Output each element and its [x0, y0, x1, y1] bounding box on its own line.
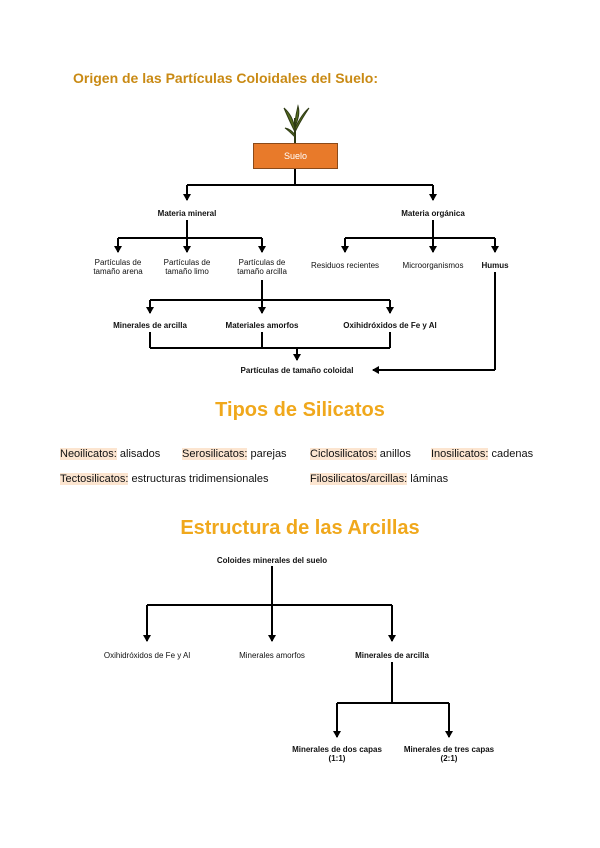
- silicato-desc: anillos: [379, 448, 411, 460]
- silicato-term: Serosilicatos:: [182, 448, 248, 460]
- silicato-neosilicatos: Neoilicatos: alisados: [60, 448, 160, 460]
- silicato-desc: alisados: [119, 448, 161, 460]
- silicato-term: Neoilicatos:: [60, 448, 117, 460]
- node-particulas-arcilla: Partículas de tamaño arcilla: [237, 258, 287, 276]
- node-materiales-amorfos: Materiales amorfos: [225, 321, 299, 330]
- section-arcillas-title: Estructura de las Arcillas: [180, 517, 420, 539]
- node-particulas-arena: Partículas de tamaño arena: [93, 258, 143, 276]
- silicato-term: Tectosilicatos:: [60, 473, 129, 485]
- node-minerales-dos-capas: Minerales de dos capas (1:1): [292, 745, 382, 763]
- silicato-filosilicatos: Filosilicatos/arcillas: láminas: [310, 473, 448, 485]
- silicato-term: Inosilicatos:: [431, 448, 489, 460]
- silicato-desc: estructuras tridimensionales: [131, 473, 269, 485]
- silicato-term: Filosilicatos/arcillas:: [310, 473, 408, 485]
- section-silicatos-title: Tipos de Silicatos: [215, 399, 385, 421]
- silicato-ciclosilicatos: Ciclosilicatos: anillos: [310, 448, 411, 460]
- node-materia-organica: Materia orgánica: [401, 209, 465, 218]
- node-particulas-limo: Partículas de tamaño limo: [163, 258, 211, 276]
- silicato-sorosilicatos: Serosilicatos: parejas: [182, 448, 287, 460]
- node-microorganismos: Microorganismos: [402, 261, 464, 270]
- node-oxihidroxidos: Oxihidróxidos de Fe y Al: [343, 321, 437, 330]
- suelo-label: Suelo: [283, 151, 308, 161]
- section-origen-title: Origen de las Partículas Coloidales del …: [73, 70, 378, 86]
- silicato-inosilicatos: Inosilicatos: cadenas: [431, 448, 533, 460]
- silicato-desc: láminas: [410, 473, 449, 485]
- node-particulas-coloidal: Partículas de tamaño coloidal: [240, 366, 354, 375]
- node-minerales-tres-capas: Minerales de tres capas (2:1): [404, 745, 494, 763]
- node-humus: Humus: [481, 261, 509, 270]
- node-oxihidroxidos-fe-al: Oxihidróxidos de Fe y Al: [103, 651, 191, 660]
- node-minerales-arcilla: Minerales de arcilla: [113, 321, 187, 330]
- silicato-desc: parejas: [250, 448, 287, 460]
- node-residuos-recientes: Residuos recientes: [310, 261, 380, 270]
- suelo-box: Suelo: [253, 143, 338, 169]
- plant-sprout-icon: [283, 104, 310, 143]
- node-line-2: (2:1): [440, 754, 458, 763]
- silicato-tectosilicatos: Tectosilicatos: estructuras tridimension…: [60, 473, 269, 485]
- node-materia-mineral: Materia mineral: [157, 209, 217, 218]
- silicato-term: Ciclosilicatos:: [310, 448, 377, 460]
- node-line-2: (1:1): [328, 754, 346, 763]
- silicato-desc: cadenas: [491, 448, 534, 460]
- node-minerales-amorfos: Minerales amorfos: [239, 651, 305, 660]
- node-line-1: Minerales de tres capas: [403, 745, 495, 754]
- node-coloides-minerales: Coloides minerales del suelo: [216, 556, 328, 565]
- node-line-1: Minerales de dos capas: [292, 745, 382, 754]
- node-minerales-de-arcilla: Minerales de arcilla: [355, 651, 429, 660]
